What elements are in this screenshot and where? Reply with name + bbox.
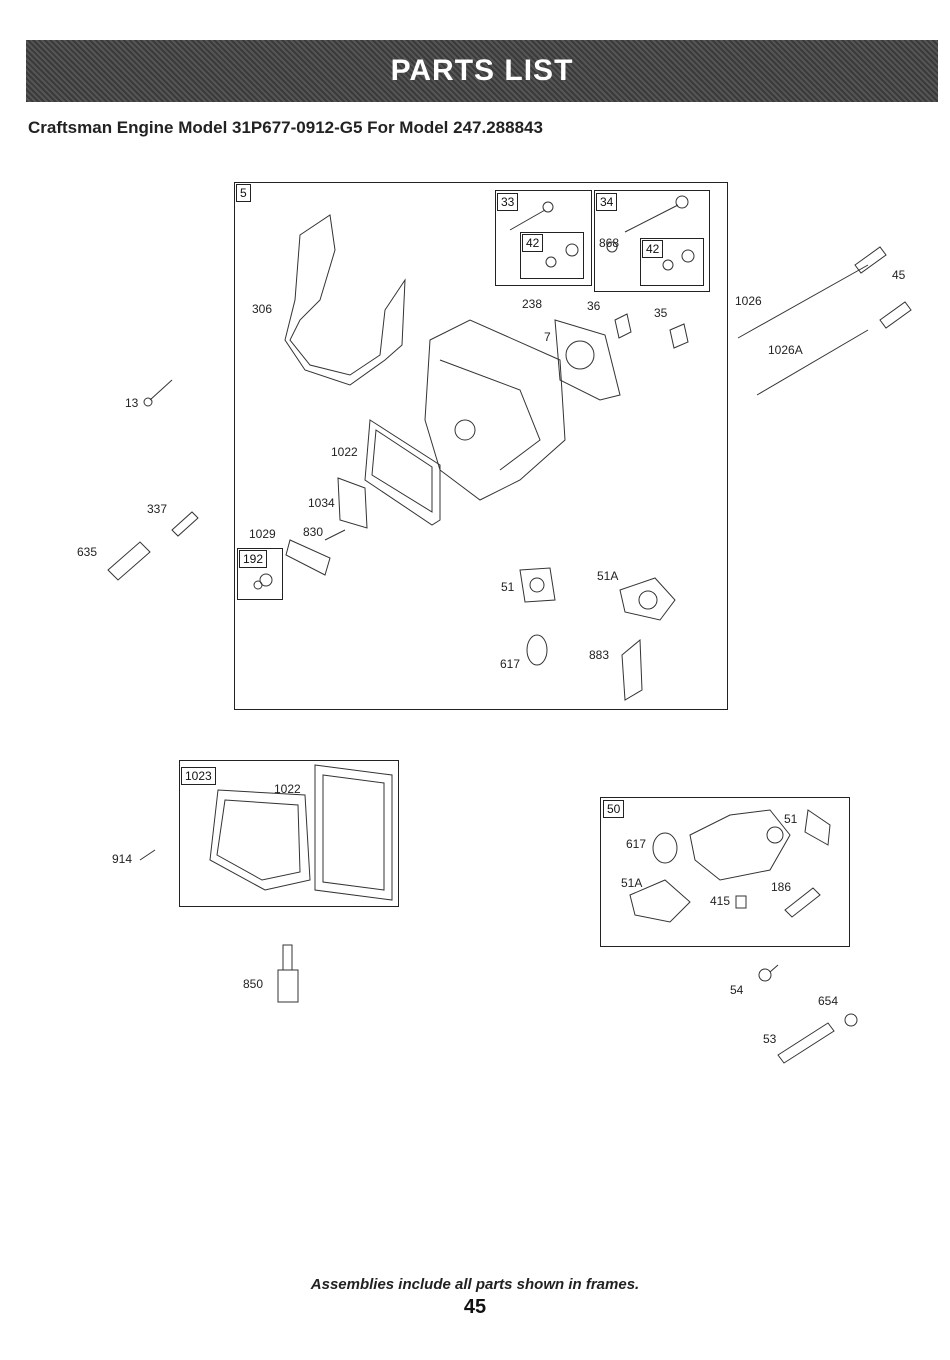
part-label-51a-a: 51A — [597, 569, 618, 583]
frame-50 — [600, 797, 850, 947]
frame-tag-42-b: 42 — [642, 240, 663, 258]
part-label-617-b: 617 — [626, 837, 646, 851]
part-label-1034: 1034 — [308, 496, 335, 510]
part-label-51a-b: 51A — [621, 876, 642, 890]
part-label-238: 238 — [522, 297, 542, 311]
part-label-54: 54 — [730, 983, 743, 997]
part-label-883: 883 — [589, 648, 609, 662]
part-label-1029: 1029 — [249, 527, 276, 541]
part-label-850: 850 — [243, 977, 263, 991]
frame-tag-33: 33 — [497, 193, 518, 211]
part-label-654: 654 — [818, 994, 838, 1008]
part-label-306: 306 — [252, 302, 272, 316]
frame-tag-192: 192 — [239, 550, 267, 568]
part-label-1022-a: 1022 — [331, 445, 358, 459]
footer-note: Assemblies include all parts shown in fr… — [0, 1276, 950, 1293]
page-number: 45 — [0, 1296, 950, 1319]
part-label-53: 53 — [763, 1032, 776, 1046]
part-label-617-a: 617 — [500, 657, 520, 671]
part-label-45: 45 — [892, 268, 905, 282]
part-label-868: 868 — [599, 236, 619, 250]
frame-tag-42-a: 42 — [522, 234, 543, 252]
part-label-36: 36 — [587, 299, 600, 313]
part-label-186: 186 — [771, 880, 791, 894]
part-label-35: 35 — [654, 306, 667, 320]
part-label-1026: 1026 — [735, 294, 762, 308]
frame-tag-34: 34 — [596, 193, 617, 211]
frame-tag-5: 5 — [236, 184, 251, 202]
part-label-13: 13 — [125, 396, 138, 410]
frame-tag-1023: 1023 — [181, 767, 216, 785]
part-label-1022-b: 1022 — [274, 782, 301, 796]
part-label-415: 415 — [710, 894, 730, 908]
part-label-337: 337 — [147, 502, 167, 516]
part-label-51-b: 51 — [784, 812, 797, 826]
part-label-635: 635 — [77, 545, 97, 559]
part-label-7: 7 — [544, 330, 551, 344]
part-label-51-a: 51 — [501, 580, 514, 594]
frame-tag-50: 50 — [603, 800, 624, 818]
part-label-830: 830 — [303, 525, 323, 539]
part-label-914: 914 — [112, 852, 132, 866]
part-label-1026a: 1026A — [768, 343, 803, 357]
